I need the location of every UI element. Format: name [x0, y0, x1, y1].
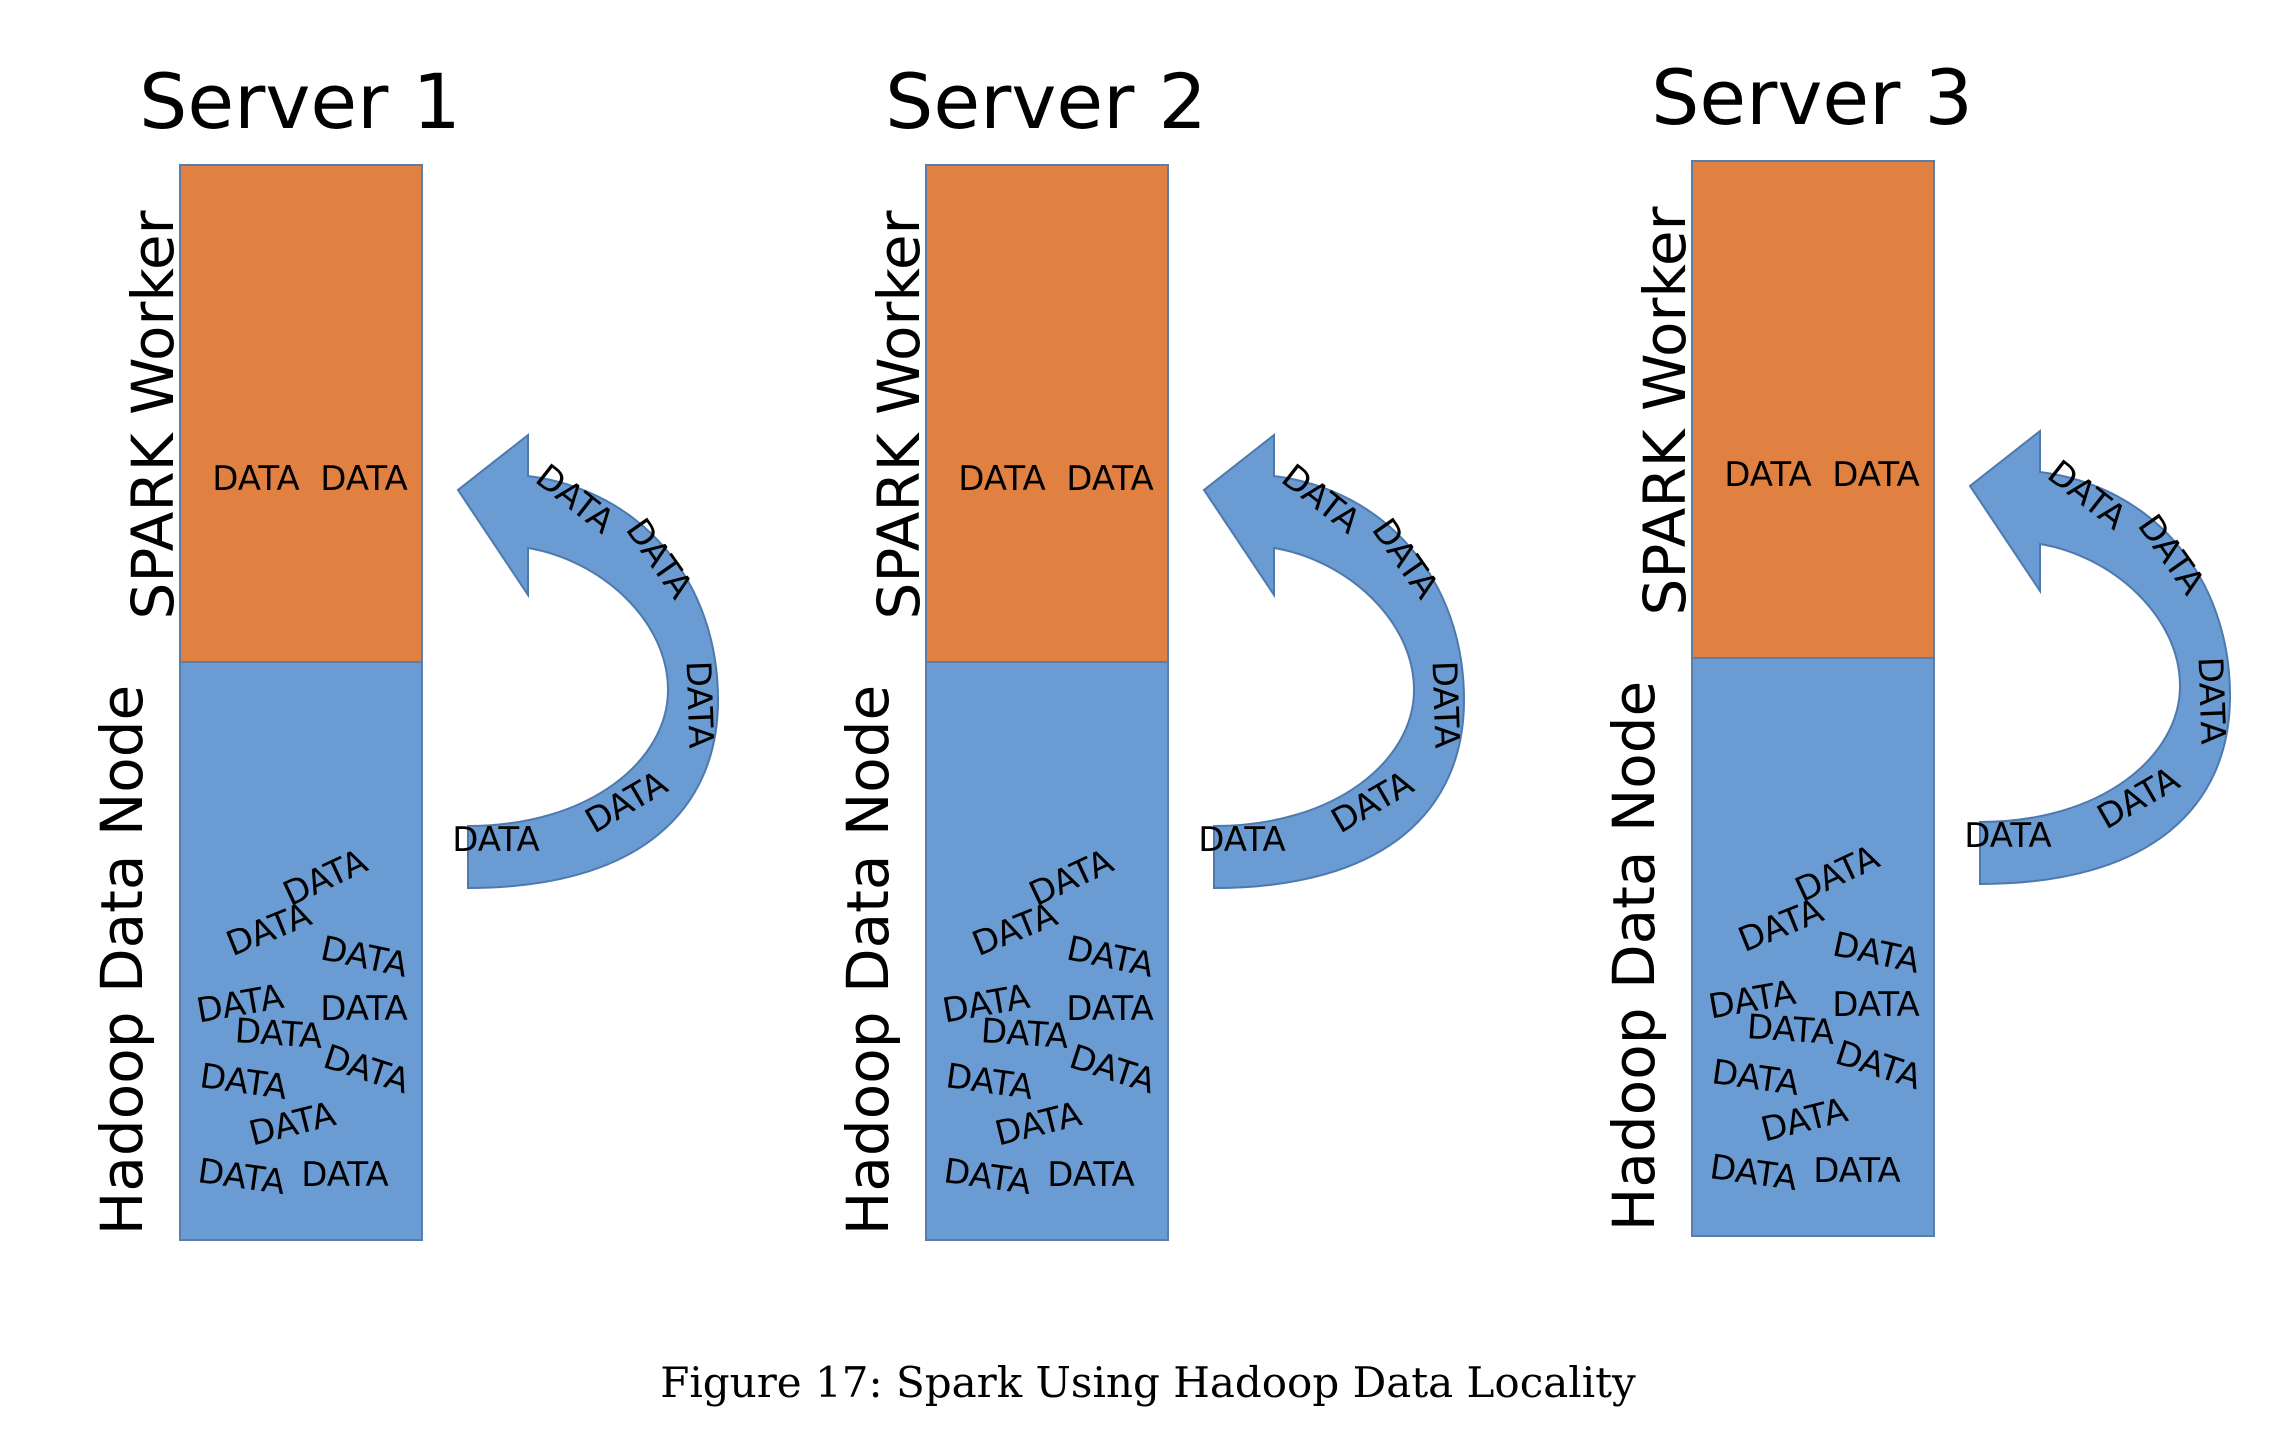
- hadoop-data-node-box: [925, 661, 1169, 1241]
- hadoop-data-node-label: Hadoop Data Node: [834, 685, 902, 1236]
- spark-data-word: DATA: [958, 459, 1046, 499]
- spark-worker-label: SPARK Worker: [865, 210, 933, 619]
- server-title: Server 3: [1651, 53, 1973, 142]
- hadoop-data-word: DATA: [320, 989, 408, 1029]
- arrow-data-word: DATA: [1964, 816, 2052, 856]
- hadoop-data-node-box: [179, 661, 423, 1241]
- spark-data-word: DATA: [320, 459, 408, 499]
- server-title: Server 1: [139, 57, 461, 146]
- arrow-data-word: DATA: [1423, 660, 1466, 749]
- spark-data-word: DATA: [1724, 455, 1812, 495]
- hadoop-data-word: DATA: [1746, 1007, 1836, 1053]
- spark-worker-box: [1691, 160, 1935, 659]
- hadoop-data-node-box: [1691, 657, 1935, 1237]
- data-flow-arrow: [456, 432, 720, 890]
- data-flow-arrow: [1202, 432, 1466, 890]
- spark-data-word: DATA: [1066, 459, 1154, 499]
- server-title: Server 2: [885, 57, 1207, 146]
- spark-worker-label: SPARK Worker: [1631, 206, 1699, 615]
- hadoop-data-node-label: Hadoop Data Node: [1600, 681, 1668, 1232]
- spark-worker-label: SPARK Worker: [119, 210, 187, 619]
- arrow-data-word: DATA: [1198, 820, 1286, 860]
- hadoop-data-word: DATA: [1813, 1151, 1901, 1191]
- hadoop-data-node-label: Hadoop Data Node: [88, 685, 156, 1236]
- data-flow-arrow: [1968, 428, 2232, 886]
- spark-data-word: DATA: [212, 459, 300, 499]
- spark-worker-box: [179, 164, 423, 663]
- arrow-data-word: DATA: [452, 820, 540, 860]
- hadoop-data-word: DATA: [234, 1011, 324, 1057]
- spark-worker-box: [925, 164, 1169, 663]
- hadoop-data-word: DATA: [301, 1155, 389, 1195]
- hadoop-data-word: DATA: [1832, 985, 1920, 1025]
- hadoop-data-word: DATA: [1066, 989, 1154, 1029]
- hadoop-data-word: DATA: [980, 1011, 1070, 1057]
- spark-data-word: DATA: [1832, 455, 1920, 495]
- arrow-data-word: DATA: [677, 660, 720, 749]
- arrow-data-word: DATA: [2189, 656, 2232, 745]
- hadoop-data-word: DATA: [1047, 1155, 1135, 1195]
- figure-caption: Figure 17: Spark Using Hadoop Data Local…: [660, 1358, 1636, 1407]
